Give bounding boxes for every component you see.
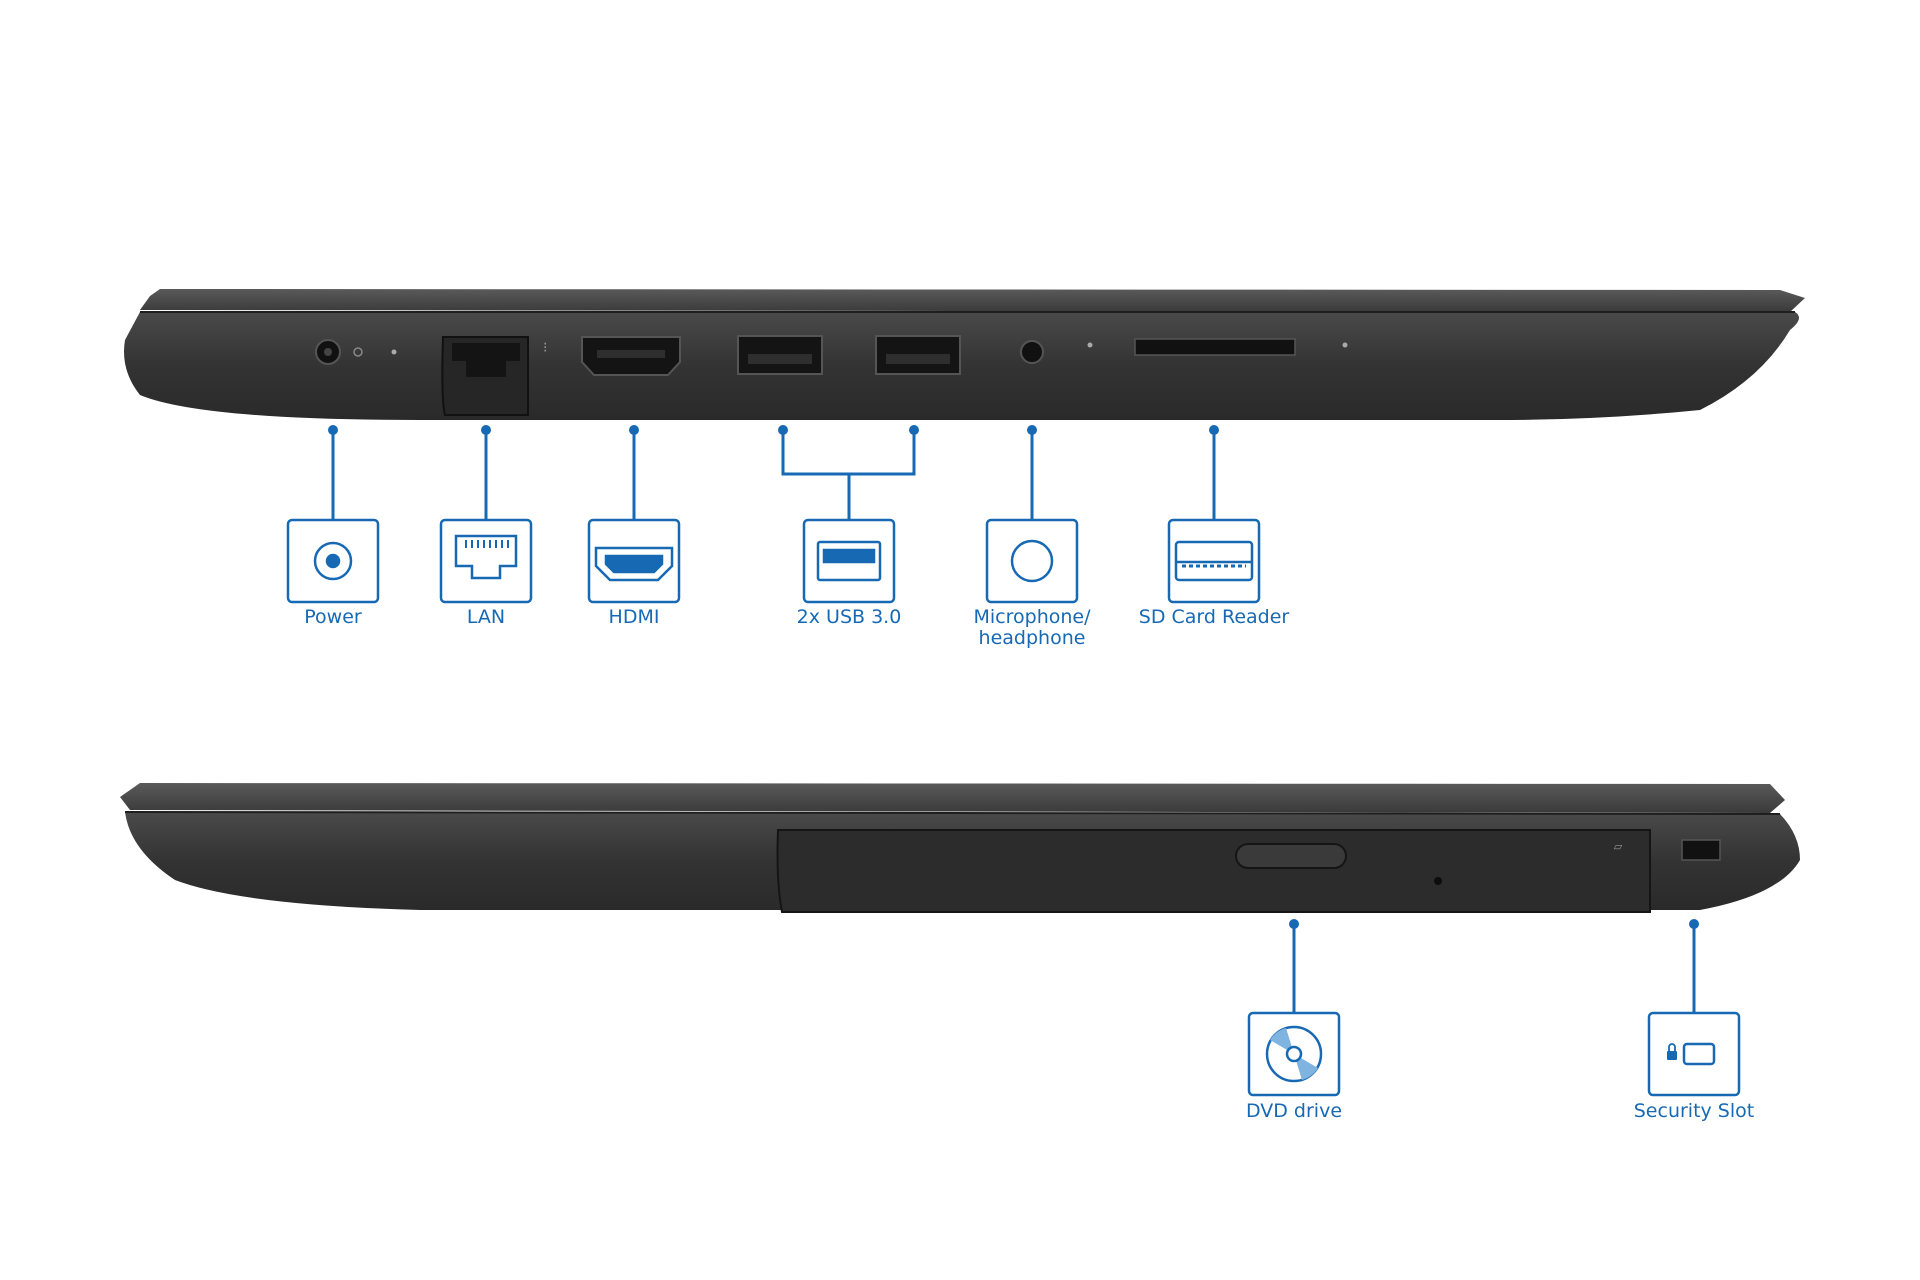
callout-label-power: Power [304,606,362,628]
callout-label-lan: LAN [467,606,505,628]
callout-label-security: Security Slot [1634,1100,1754,1122]
bottom-connector-dots [1289,919,1699,929]
security-box [1647,1011,1741,1097]
laptop-lid [140,289,1805,312]
sd-card-icon [1174,540,1254,582]
optical-disc-icon [1265,1025,1323,1083]
hdmi-port-icon [594,546,674,582]
usb-port-2 [875,335,961,375]
svg-text:▱: ▱ [1614,840,1623,853]
laptop-left-side-view: ⁝ [124,289,1805,420]
audio-jack-port [1020,340,1093,364]
callout-label-hdmi: HDMI [609,606,660,628]
bottom-connectors [1292,924,1696,1014]
top-icon-boxes [286,518,1261,604]
callout-label-sd: SD Card Reader [1139,606,1290,628]
sd-card-slot [1134,338,1348,356]
security-slot [1681,839,1721,861]
callout-label-usb: 2x USB 3.0 [797,606,902,628]
lock-slot-icon [1667,1042,1716,1066]
laptop-lid [120,783,1785,813]
hdmi-port [581,336,681,376]
usb-port-icon [816,540,882,582]
top-connector-dots [328,425,1219,435]
laptop-right-side-view: ▱ [120,783,1800,913]
ethernet-port-icon [454,534,518,580]
power-jack-icon [313,541,353,581]
svg-text:⁝: ⁝ [543,340,547,356]
power-jack-port [315,339,397,365]
usb-port-1 [737,335,823,375]
usb-connector-bracket [781,430,916,476]
top-connectors [331,430,1216,521]
callout-label-dvd: DVD drive [1246,1100,1342,1122]
callout-label-audio: Microphone/headphone [974,606,1092,649]
lan-port: ⁝ [441,336,547,416]
audio-jack-icon [1010,539,1054,583]
laptop-base [124,312,1799,420]
dvd-tray: ▱ [776,829,1651,913]
lan-box [439,518,533,604]
bottom-icon-boxes [1247,1011,1741,1097]
audio-box [985,518,1079,604]
